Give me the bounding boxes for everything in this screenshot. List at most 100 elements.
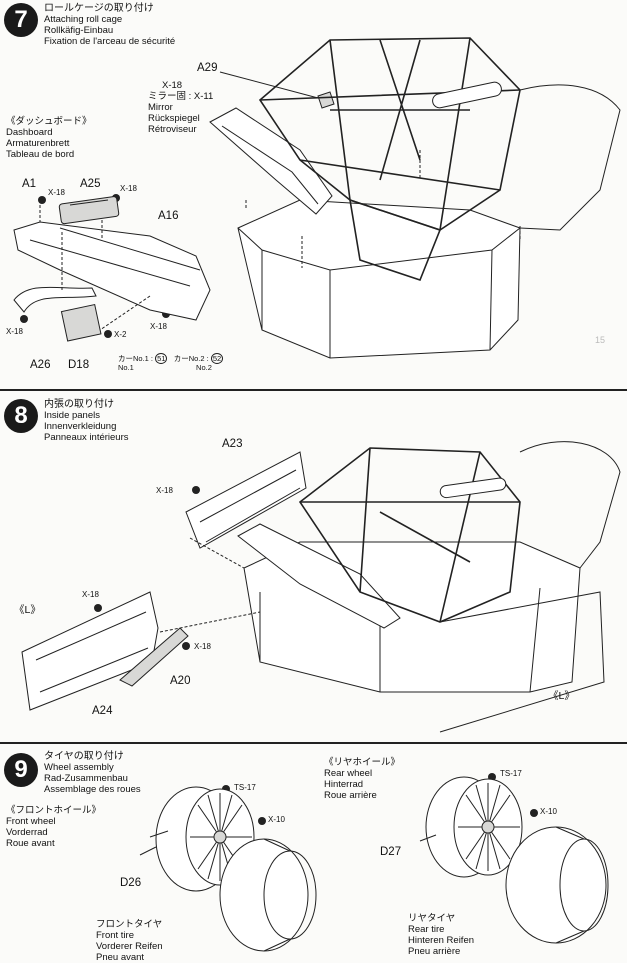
mirror-jp: ミラー固 : X-11	[148, 91, 214, 102]
front-en: Front wheel	[6, 816, 56, 827]
screw-dot-x10-rear	[530, 809, 538, 817]
screw-x10-front: X-10	[268, 815, 285, 824]
step-8-illustration	[21, 441, 621, 733]
part-a20-label: A20	[170, 675, 191, 687]
screw-dot-ts17-front	[222, 785, 230, 793]
screw-dot-x2	[104, 330, 112, 338]
screw-dot-a16	[162, 310, 170, 318]
windshield-frame	[237, 523, 401, 629]
step-8-section: 8 内張の取り付け Inside panels Innenverkleidung…	[0, 392, 627, 740]
car-tub	[237, 199, 521, 359]
title-en: Inside panels	[44, 410, 100, 421]
rear-tire-jp: リヤタイヤ	[408, 913, 456, 924]
panel-a24	[21, 591, 159, 711]
rear-tire	[505, 826, 609, 944]
step-9-illustration	[139, 776, 609, 952]
front-tire-jp: フロントタイヤ	[96, 919, 163, 930]
rear-tire-caption: リヤタイヤ Rear tire Hinteren Reifen Pneu arr…	[408, 913, 474, 957]
car1-label: カーNo.1 :	[118, 354, 154, 363]
screw-x18-a23: X-18	[156, 486, 173, 495]
screw-x18-a1: X-18	[48, 188, 65, 197]
mirror-caption: X-18 ミラー固 : X-11 Mirror Rückspiegel Rétr…	[148, 80, 213, 135]
left-mark-1: 《L》	[14, 604, 41, 616]
rear-tire-de: Hinteren Reifen	[408, 935, 475, 946]
car1-sub: No.1	[118, 363, 134, 372]
screw-dot-x10-front	[258, 817, 266, 825]
windshield-frame	[209, 107, 333, 215]
front-wheel-caption: 《フロントホイール》 Front wheel Vorderrad Roue av…	[6, 805, 101, 849]
step-7-section: 7 ロールケージの取り付け Attaching roll cage Rollkä…	[0, 0, 627, 388]
car2-number: 52	[210, 353, 224, 364]
screw-x18-a25: X-18	[120, 184, 137, 193]
mirror-part	[317, 91, 335, 109]
rear-jp: 《リヤホイール》	[324, 757, 401, 768]
a26-duct	[13, 286, 97, 313]
front-tire	[219, 838, 317, 952]
part-a23-label: A23	[222, 438, 243, 450]
title-de: Rollkäfig-Einbau	[44, 25, 114, 36]
part-a20	[119, 627, 189, 687]
decal-car-note: カーNo.1 : 51 カーNo.2 : 52 No.1 No.2	[118, 353, 224, 372]
ghost-step-15: 15	[595, 335, 606, 345]
screw-dot-ts17-rear	[488, 773, 496, 781]
car2-label: カーNo.2 :	[173, 354, 209, 363]
mirror-fr: Rétroviseur	[148, 124, 197, 135]
part-a25-label: A25	[80, 178, 101, 190]
front-jp: 《フロントホイール》	[6, 805, 102, 816]
screw-x18-a20: X-18	[194, 642, 211, 651]
front-tire-en: Front tire	[96, 930, 135, 941]
step-9-section: 9 タイヤの取り付け Wheel assembly Rad-Zusammenba…	[0, 745, 627, 963]
screw-dot-a1	[38, 196, 46, 204]
fire-extinguisher	[432, 81, 502, 109]
part-d27-label: D27	[380, 846, 402, 858]
part-d26-label: D26	[120, 877, 142, 889]
mirror-screw: X-18	[162, 80, 183, 91]
part-d18-label: D18	[68, 359, 90, 371]
title-fr: Assemblage des roues	[44, 784, 141, 795]
part-a26-label: A26	[30, 359, 51, 371]
dashboard-caption: 《ダッシュボード》 Dashboard Armaturenbrett Table…	[6, 116, 92, 160]
part-a24-label: A24	[92, 705, 113, 717]
screw-ts17-front: TS-17	[234, 783, 256, 792]
screw-x10-rear: X-10	[540, 807, 557, 816]
roll-cage	[258, 37, 521, 281]
screw-x18-a26: X-18	[6, 327, 23, 336]
front-de: Vorderrad	[6, 827, 48, 838]
a25-part	[58, 196, 120, 225]
car1-number: 51	[155, 353, 168, 364]
rear-tire-fr: Pneu arrière	[408, 946, 461, 957]
step-number-badge: 8	[4, 399, 38, 433]
dashboard-de: Armaturenbrett	[6, 138, 70, 149]
screw-dot-a24	[94, 604, 102, 612]
title-de: Rad-Zusammenbau	[44, 773, 128, 784]
title-de: Innenverkleidung	[44, 421, 117, 432]
step-number-badge: 9	[4, 753, 38, 787]
rear-en: Rear wheel	[324, 768, 373, 779]
step-title: タイヤの取り付け Wheel assembly Rad-Zusammenbau …	[44, 751, 141, 795]
rear-wheel-caption: 《リヤホイール》 Rear wheel Hinterrad Roue arriè…	[324, 757, 400, 801]
dashboard-en: Dashboard	[6, 127, 53, 138]
part-a29-label: A29	[197, 62, 218, 74]
d18-decal	[60, 303, 102, 342]
part-a16-label: A16	[158, 210, 179, 222]
step-title: ロールケージの取り付け Attaching roll cage Rollkäfi…	[44, 3, 175, 47]
roll-cage	[298, 447, 521, 623]
panel-a23	[185, 451, 307, 549]
step-number-badge: 7	[4, 3, 38, 37]
front-tire-de: Vorderer Reifen	[96, 941, 163, 952]
car2-sub: No.2	[196, 363, 212, 372]
screw-dot-a23	[192, 486, 200, 494]
screw-x2: X-2	[114, 330, 127, 339]
title-jp: ロールケージの取り付け	[44, 3, 154, 14]
rear-de: Hinterrad	[324, 779, 364, 790]
divider-8-9	[0, 742, 627, 744]
step-7-illustration	[13, 37, 621, 359]
mirror-en: Mirror	[148, 102, 173, 113]
screw-dot-a26	[20, 315, 28, 323]
title-en: Attaching roll cage	[44, 14, 123, 25]
screw-x18-a16: X-18	[150, 322, 167, 331]
fire-extinguisher	[439, 477, 507, 499]
title-en: Wheel assembly	[44, 762, 114, 773]
divider-7-8	[0, 389, 627, 391]
screw-x18-a24: X-18	[82, 590, 99, 599]
